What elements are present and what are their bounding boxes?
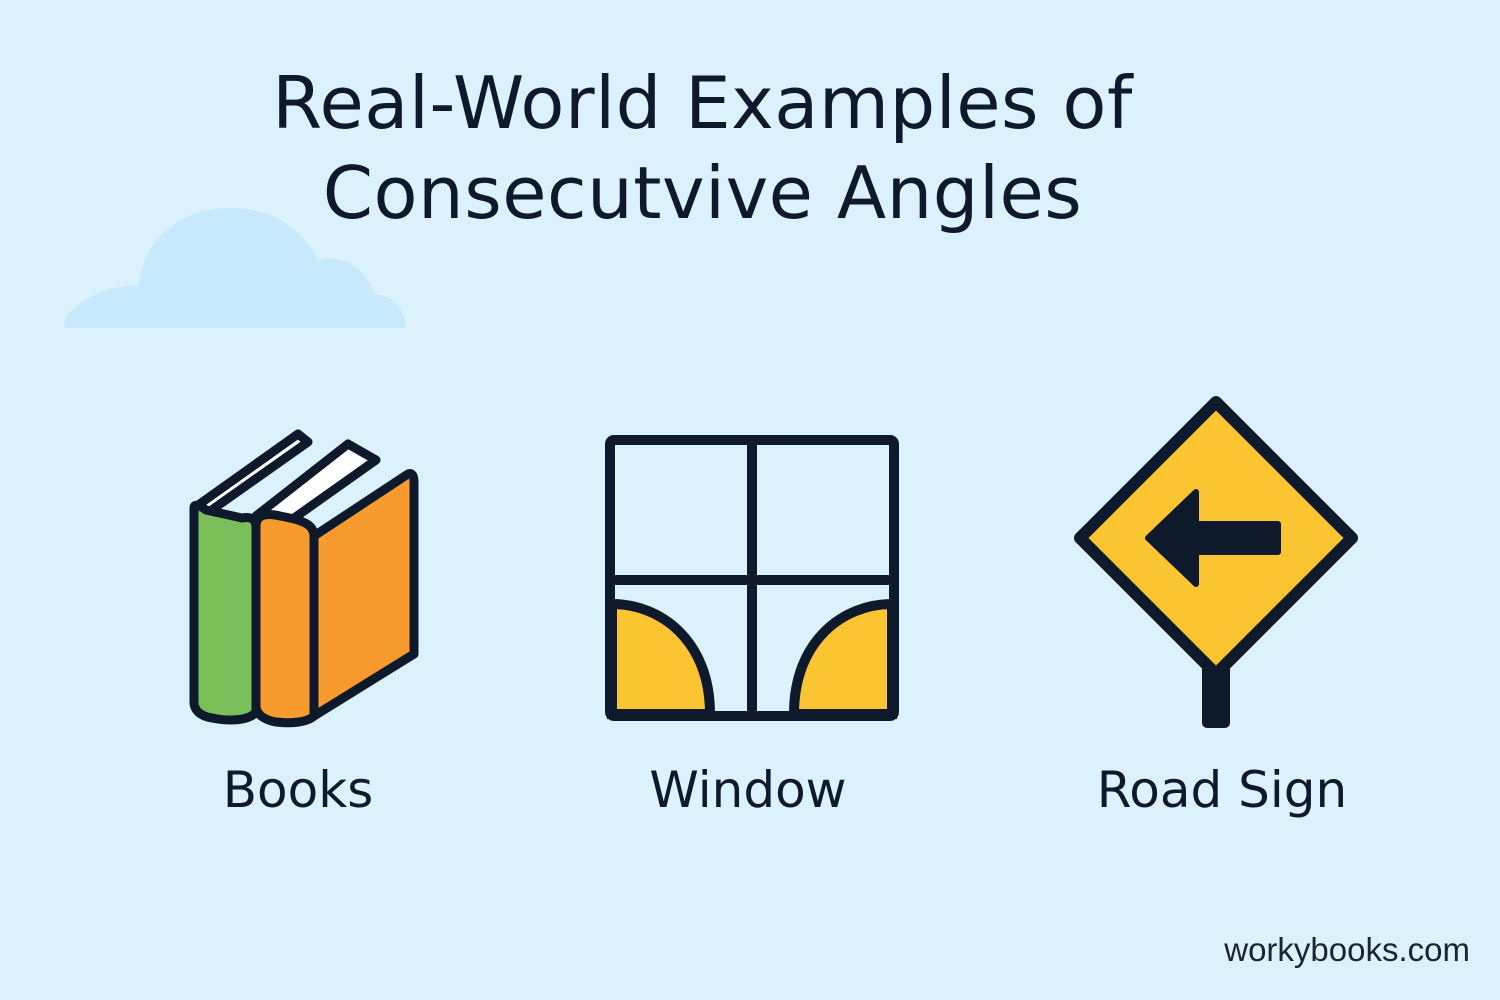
label-books: Books <box>222 761 374 819</box>
footer-site: workybooks.com <box>1224 931 1470 968</box>
title-line-2: Consecutvive Angles <box>322 151 1083 235</box>
road-sign-icon <box>1074 396 1358 728</box>
title-line-1: Real-World Examples of <box>272 61 1133 145</box>
label-window: Window <box>649 761 847 819</box>
cloud-icon <box>64 208 406 328</box>
label-road-sign: Road Sign <box>1096 761 1348 819</box>
books-icon <box>189 429 419 728</box>
window-icon <box>605 435 899 721</box>
page-title: Real-World Examples of Consecutvive Angl… <box>0 58 1405 238</box>
